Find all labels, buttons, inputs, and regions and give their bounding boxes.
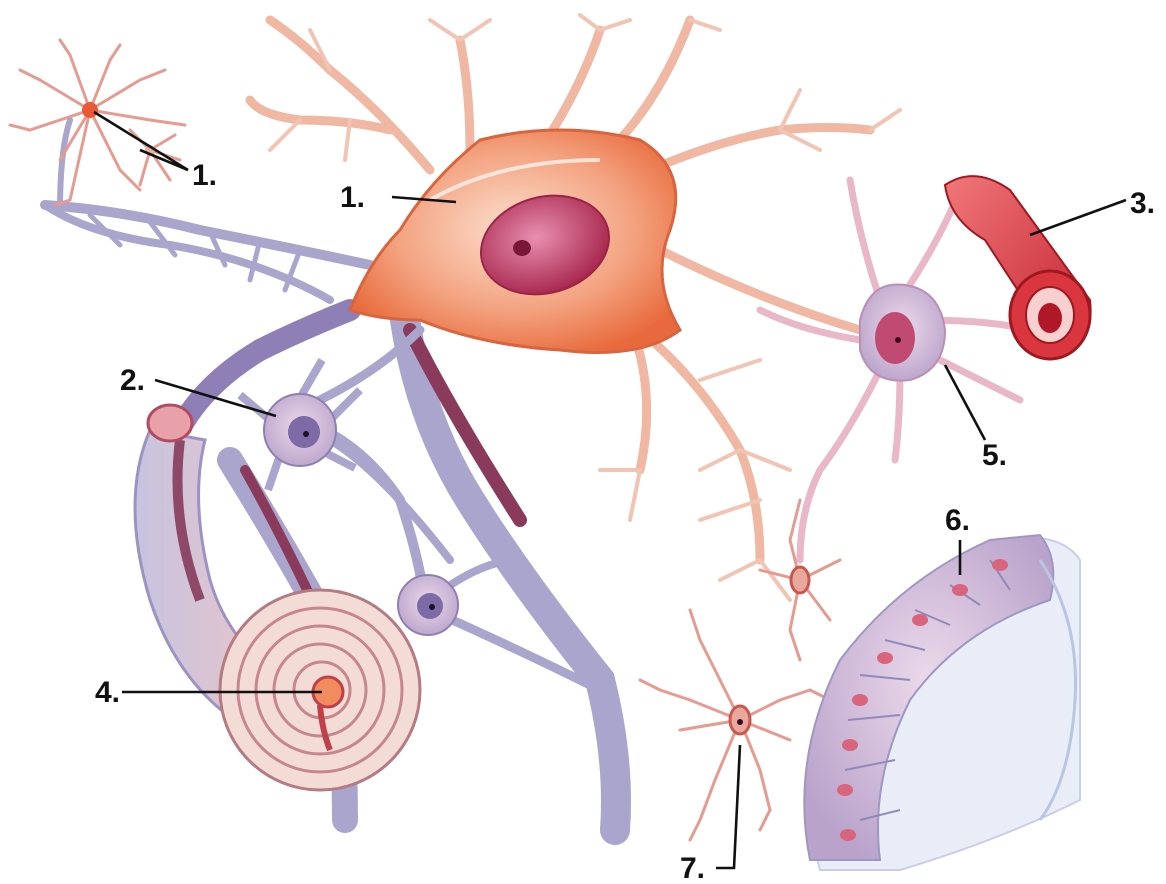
- label-5: 5.: [982, 439, 1007, 472]
- oligodendrocyte-cell-2: [240, 360, 360, 490]
- oligodendrocyte-cell-lower: [398, 575, 458, 635]
- label-7: 7.: [680, 852, 705, 884]
- label-1-small-neuron: 1.: [192, 159, 217, 192]
- label-2: 2.: [120, 364, 145, 397]
- label-4: 4.: [95, 676, 120, 709]
- label-6: 6.: [945, 504, 970, 537]
- myelin-cross-section: [220, 590, 420, 790]
- label-3: 3.: [1130, 187, 1155, 220]
- small-neuron: [10, 40, 185, 205]
- ependymal-cells: [804, 535, 1080, 870]
- label-1-large-neuron: 1.: [340, 181, 365, 214]
- blood-vessel: [945, 176, 1091, 359]
